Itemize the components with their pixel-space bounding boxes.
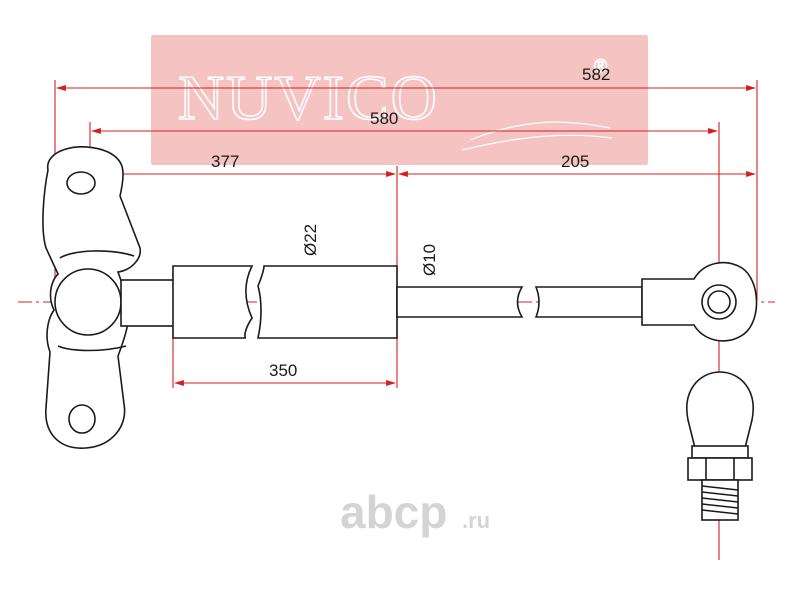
rod-eye-outer <box>701 284 737 320</box>
watermark-suffix: .ru <box>462 508 490 533</box>
ball-stud <box>686 371 754 521</box>
piston-rod <box>396 286 643 318</box>
dim-rod-diameter: Ø10 <box>420 244 439 276</box>
logo-text: NUVICO <box>178 62 439 133</box>
cylinder-body <box>172 265 398 339</box>
abcp-watermark: abcp .ru <box>340 486 490 538</box>
nuvico-logo: NUVICO ® <box>151 35 648 165</box>
thread-marks <box>701 485 739 515</box>
stud-collar <box>691 445 749 459</box>
ball-joint <box>54 268 122 336</box>
dim-total-length: 582 <box>582 65 610 84</box>
rod-eye-inner <box>707 290 731 314</box>
ball-joint-neck <box>120 279 175 327</box>
registered-mark: ® <box>594 56 607 76</box>
dim-cylinder-diameter: Ø22 <box>301 224 320 256</box>
watermark-brand: abcp <box>340 486 447 538</box>
dim-rod-section: 205 <box>561 152 589 171</box>
lower-mount-hole <box>68 404 96 434</box>
dim-body-section: 377 <box>211 152 239 171</box>
upper-mount-hole <box>66 171 96 195</box>
dim-cylinder-length: 350 <box>269 361 297 380</box>
stud-hex <box>687 457 753 481</box>
rod-end <box>641 261 758 342</box>
dim-eye-to-eye: 580 <box>370 109 398 128</box>
